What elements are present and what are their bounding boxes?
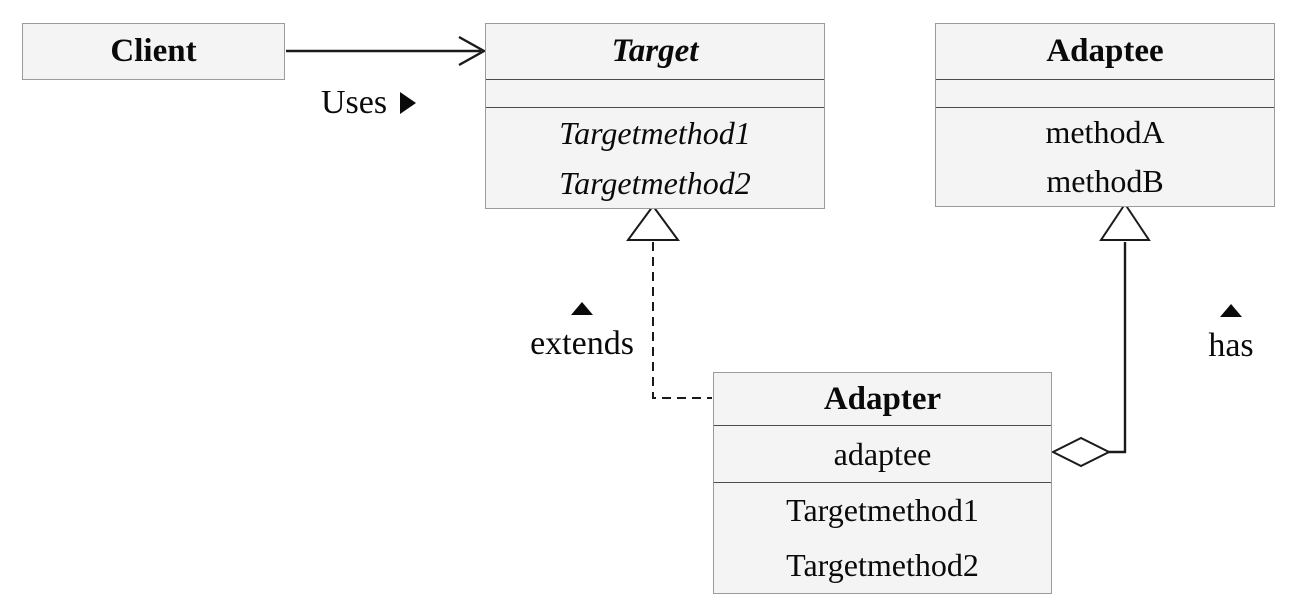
extends-label-text: extends bbox=[530, 325, 634, 362]
class-adapter-methods: Targetmethod1 Targetmethod2 bbox=[714, 482, 1051, 593]
class-target-methods: Targetmethod1 Targetmethod2 bbox=[486, 107, 824, 208]
class-adapter-attributes: adaptee bbox=[714, 425, 1051, 482]
uses-label: Uses bbox=[296, 84, 441, 122]
class-target-name: Target bbox=[611, 33, 699, 69]
association-client-target bbox=[286, 35, 487, 67]
method-row: Targetmethod1 bbox=[559, 114, 751, 151]
class-adaptee-name: Adaptee bbox=[1046, 33, 1164, 69]
class-adaptee-attributes-empty bbox=[936, 79, 1274, 107]
method-row: Targetmethod2 bbox=[559, 164, 751, 201]
direction-right-icon bbox=[400, 92, 417, 114]
class-adapter: Adapter adaptee Targetmethod1 Targetmeth… bbox=[713, 372, 1052, 594]
realization-dashed-line bbox=[652, 242, 712, 399]
attribute-row: adaptee bbox=[833, 435, 932, 472]
hollow-triangle-icon bbox=[626, 204, 680, 241]
class-client-name: Client bbox=[110, 33, 197, 69]
uses-label-text: Uses bbox=[320, 84, 388, 121]
direction-up-icon bbox=[571, 302, 593, 315]
class-adapter-name: Adapter bbox=[823, 380, 942, 417]
class-adaptee: Adaptee methodA methodB bbox=[935, 23, 1275, 207]
hollow-triangle-icon bbox=[1099, 202, 1151, 241]
extends-label: extends bbox=[512, 324, 652, 364]
aggregation-adapter-adaptee bbox=[1050, 202, 1151, 468]
method-row: methodB bbox=[1046, 163, 1164, 199]
class-adaptee-methods: methodA methodB bbox=[936, 107, 1274, 206]
class-target-attributes-empty bbox=[486, 79, 824, 107]
has-label-text: has bbox=[1208, 327, 1254, 364]
open-arrowhead-icon bbox=[458, 35, 487, 67]
direction-up-icon bbox=[1220, 304, 1242, 317]
aggregation-line bbox=[1108, 242, 1127, 454]
method-row: methodA bbox=[1045, 114, 1165, 150]
aggregation-diamond-icon bbox=[1050, 436, 1112, 468]
class-target: Target Targetmethod1 Targetmethod2 bbox=[485, 23, 825, 209]
method-row: Targetmethod2 bbox=[786, 547, 979, 583]
has-label: has bbox=[1161, 326, 1291, 366]
realization-adapter-target bbox=[626, 204, 712, 399]
class-client: Client bbox=[22, 23, 285, 80]
method-row: Targetmethod1 bbox=[786, 492, 979, 528]
